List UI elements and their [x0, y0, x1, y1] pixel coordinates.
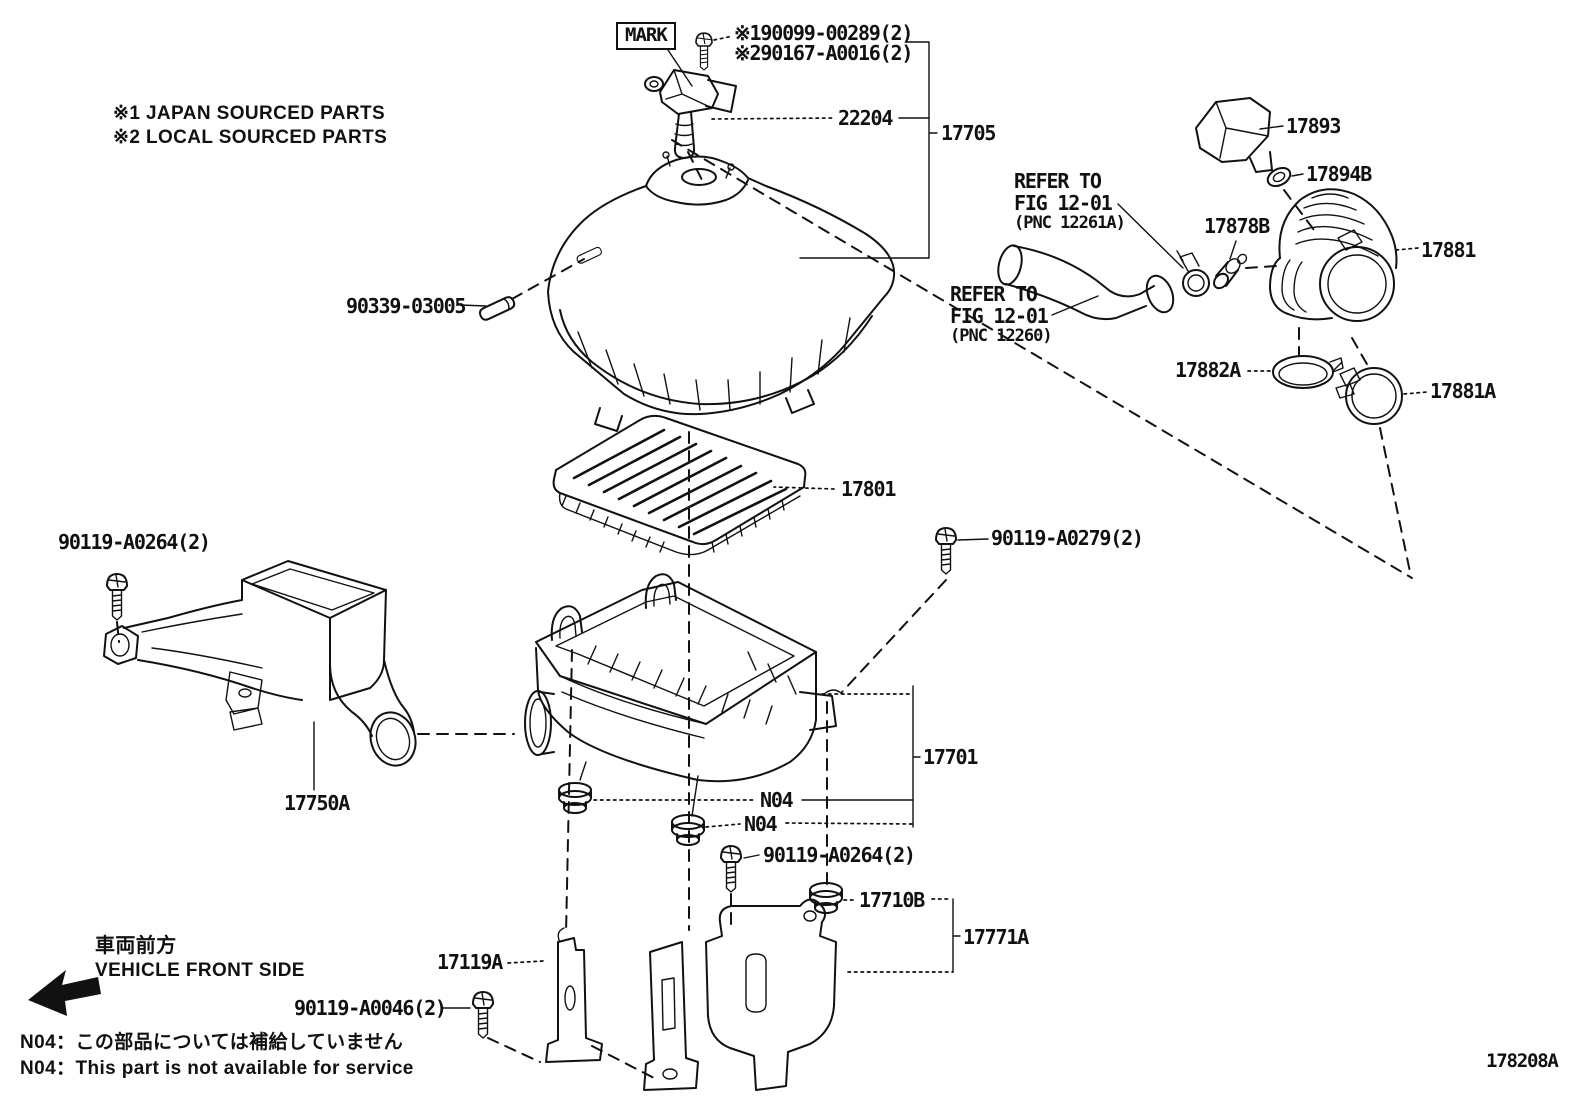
part-label-17881: 17881 [1421, 238, 1476, 262]
stud-drawing [478, 296, 516, 321]
part-label-90119-a0264-case: 90119-A0264(2) [763, 843, 916, 867]
refer-upper-line1: REFER TO [1014, 169, 1102, 193]
clamp-17881a-drawing [1333, 361, 1403, 425]
vehicle-front-label-en: VEHICLE FRONT SIDE [95, 960, 305, 981]
bolt-front-drawing [106, 573, 128, 621]
cushion-17710b-drawing [809, 882, 843, 914]
part-label-17705: 17705 [941, 121, 996, 145]
refer-upper-line2: FIG 12-01 [1014, 191, 1113, 215]
grommet-17894b-drawing [1266, 166, 1292, 188]
vehicle-front-label-jp: 車両前方 [95, 935, 177, 957]
vehicle-front-arrow [28, 970, 101, 1016]
part-label-17894b: 17894B [1306, 162, 1372, 186]
service-note-jp: N04：この部品については補給していません [20, 1032, 404, 1053]
air-cleaner-cap-drawing [547, 151, 896, 432]
part-label-n04-first: N04 [760, 788, 794, 812]
refer-lower-line3: (PNC 12260) [950, 326, 1053, 346]
figure-code: 178208A [1486, 1050, 1559, 1072]
part-label-22204: 22204 [838, 106, 893, 130]
part-label-17701: 17701 [923, 745, 978, 769]
leader-lines [116, 35, 1428, 1079]
hose-clamp-upper-drawing [1176, 250, 1210, 297]
bolt-rear-drawing [935, 527, 957, 575]
refer-upper-line3: (PNC 12261A) [1014, 213, 1126, 233]
part-label-90119-a0279: 90119-A0279(2) [991, 526, 1144, 550]
inlet-duct-drawing [103, 560, 417, 767]
part-label-17881a: 17881A [1430, 379, 1496, 403]
note-local-sourced: ※2 LOCAL SOURCED PARTS [113, 127, 388, 148]
bolt-bracket-drawing [472, 991, 494, 1039]
bracket-17119a-drawing [545, 927, 603, 1063]
air-cleaner-case-drawing [524, 573, 843, 817]
refer-note-upper: REFER TO FIG 12-01 (PNC 12261A) [1014, 169, 1126, 233]
part-label-17710b: 17710B [859, 888, 925, 912]
refer-lower-line1: REFER TO [950, 282, 1038, 306]
screw-drawing-top [695, 32, 713, 71]
part-label-17893: 17893 [1286, 114, 1341, 138]
filter-element-drawing [552, 414, 807, 556]
ring-17882a-drawing [1272, 355, 1344, 389]
part-label-290167: ※290167-A0016(2) [734, 41, 913, 65]
part-label-90119-a0264-front: 90119-A0264(2) [58, 530, 211, 554]
part-label-17750a: 17750A [284, 791, 350, 815]
refer-note-lower: REFER TO FIG 12-01 (PNC 12260) [950, 282, 1053, 346]
grommet-n04-first [558, 782, 592, 814]
part-label-90119-a0046: 90119-A0046(2) [294, 996, 447, 1020]
part-label-n04-second: N04 [744, 812, 778, 836]
refer-lower-line2: FIG 12-01 [950, 304, 1049, 328]
part-label-190099: ※190099-00289(2) [734, 21, 913, 45]
part-label-17771a: 17771A [963, 925, 1029, 949]
resonator-drawing [1195, 97, 1273, 173]
refer-hose-drawing [997, 244, 1175, 321]
part-label-17878b: 17878B [1204, 214, 1270, 238]
air-hose-drawing [1269, 188, 1398, 322]
bolt-case-drawing [720, 845, 742, 893]
part-label-17801: 17801 [841, 477, 896, 501]
plug-17878b-drawing [1213, 253, 1248, 290]
part-label-90339: 90339-03005 [346, 294, 466, 318]
mark-tag: MARK [616, 22, 676, 50]
part-label-17882a: 17882A [1175, 358, 1241, 382]
bracket-17771a-drawing [643, 898, 837, 1091]
note-japan-sourced: ※1 JAPAN SOURCED PARTS [113, 103, 386, 124]
service-note-en: N04：This part is not available for servi… [20, 1058, 414, 1079]
part-label-17119a: 17119A [437, 950, 503, 974]
